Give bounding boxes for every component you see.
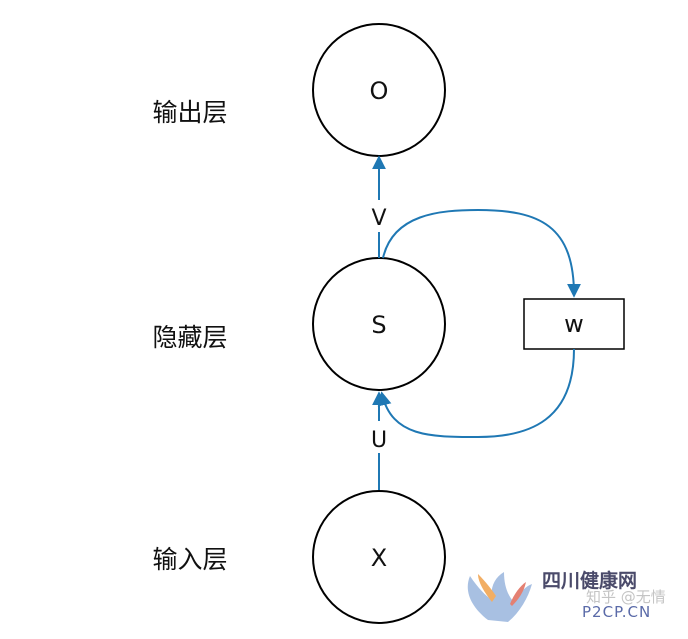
edge-v-label: V (371, 206, 386, 231)
weight-label: w (564, 310, 584, 338)
input-node-label: X (371, 544, 387, 572)
hidden-to-weight-arrow (382, 208, 581, 298)
output-node: O (312, 23, 446, 157)
watermark: 四川健康网 知乎 @无情 P2CP.CN (467, 569, 666, 622)
hidden-layer-label: 隐藏层 (152, 323, 227, 352)
u-label-background (366, 421, 392, 453)
weight-to-hidden-arrow (377, 348, 575, 439)
v-label-background (366, 200, 392, 232)
watermark-site-name: 四川健康网 (542, 569, 637, 592)
watermark-faint-text: 知乎 @无情 (586, 588, 666, 606)
output-layer-label: 输出层 (152, 98, 227, 127)
edge-u-label: U (371, 428, 387, 453)
watermark-url: P2CP.CN (582, 603, 651, 621)
input-layer-label: 输入层 (152, 545, 227, 574)
output-node-label: O (370, 77, 389, 105)
bird-logo-icon (467, 572, 532, 622)
hidden-node-label: S (371, 311, 386, 339)
weight-box: w (523, 298, 625, 350)
input-node: X (312, 490, 446, 624)
hidden-node: S (312, 257, 446, 391)
